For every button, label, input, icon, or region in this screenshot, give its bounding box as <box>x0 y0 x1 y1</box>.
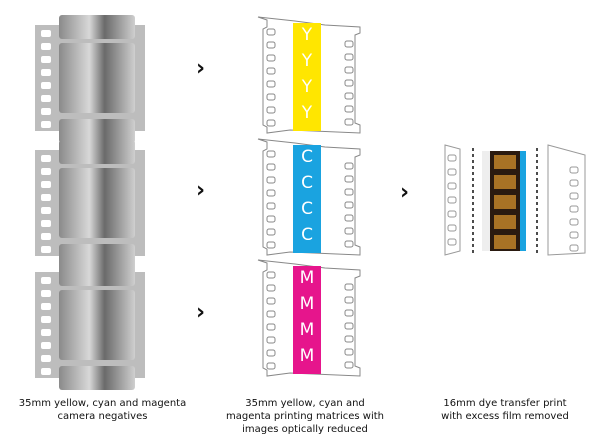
caption-line: images optically reduced <box>242 424 368 435</box>
caption-line: 35mm yellow, cyan and magenta <box>18 398 187 409</box>
caption-line: with excess film removed <box>441 411 569 422</box>
caption-camera-negatives: 35mm yellow, cyan and magenta camera neg… <box>15 397 190 423</box>
matrix-letter: C <box>301 199 313 219</box>
caption-dye-transfer-print: 16mm dye transfer print with excess film… <box>425 397 585 423</box>
caption-line: 16mm dye transfer print <box>443 398 567 409</box>
camera-negative <box>35 262 145 390</box>
dye-transfer-print <box>440 143 590 258</box>
camera-negative <box>35 15 145 143</box>
matrix-letter: M <box>299 346 315 366</box>
matrix-letter: M <box>299 320 315 340</box>
matrix-letter: Y <box>301 25 313 45</box>
matrix-letter: Y <box>301 103 313 123</box>
arrow-right-icon: › <box>196 178 206 203</box>
camera-negative <box>35 140 145 268</box>
caption-line: magenta printing matrices with <box>225 411 384 422</box>
matrix-letter: C <box>301 173 313 193</box>
matrix-letter: Y <box>301 77 313 97</box>
caption-line: 35mm yellow, cyan and <box>245 398 365 409</box>
caption-line: camera negatives <box>57 411 148 422</box>
caption-printing-matrices: 35mm yellow, cyan and magenta printing m… <box>215 397 395 436</box>
matrix-letter: M <box>299 268 315 288</box>
arrow-right-icon: › <box>196 56 206 81</box>
matrix-letter: C <box>301 147 313 167</box>
matrix-letter: Y <box>301 51 313 71</box>
matrix-letter: M <box>299 294 315 314</box>
arrow-right-icon: › <box>400 180 410 205</box>
arrow-right-icon: › <box>196 300 206 325</box>
matrix-letter: C <box>301 225 313 245</box>
